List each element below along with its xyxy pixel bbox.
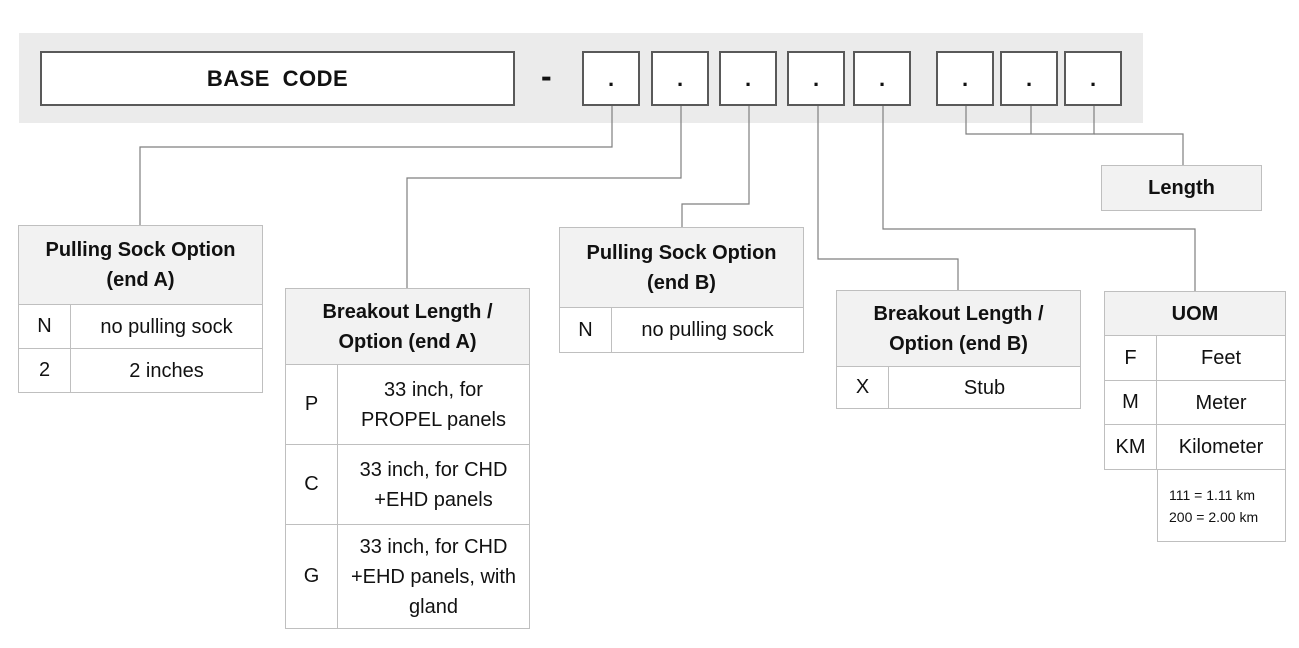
slot-dot: . (1025, 65, 1033, 91)
table-row: F Feet (1105, 336, 1285, 381)
option-code: N (19, 305, 71, 348)
option-desc: 33 inch, for PROPEL panels (361, 378, 506, 431)
table-row: M Meter (1105, 381, 1285, 425)
slot-dot: . (812, 65, 820, 91)
option-desc: no pulling sock (100, 315, 233, 338)
option-desc-cell: 33 inch, for CHD +EHD panels, with gland (338, 525, 529, 628)
connector-breakout-b (817, 106, 959, 290)
slot-dot: . (744, 65, 752, 91)
table-row: KM Kilometer (1105, 425, 1285, 470)
code-separator: - (541, 58, 552, 94)
uom-note-2: 200 = 2.00 km (1169, 509, 1259, 525)
table-row: X Stub (837, 367, 1080, 408)
breakout-a-title-text: Breakout Length / Option (end A) (322, 300, 493, 353)
option-code: G (286, 525, 338, 628)
option-code: M (1105, 381, 1157, 424)
slot-dot: . (961, 65, 969, 91)
slot-breakout-a: . (651, 51, 709, 106)
option-code: KM (1105, 425, 1157, 469)
breakout-b-title-text: Breakout Length / Option (end B) (873, 302, 1044, 355)
slot-dot: . (676, 65, 684, 91)
table-row: P 33 inch, for PROPEL panels (286, 365, 529, 445)
option-desc-cell: 33 inch, for CHD +EHD panels (338, 445, 529, 524)
connector-pulling-sock-b (681, 106, 750, 227)
length-label: Length (1148, 176, 1215, 199)
pulling-sock-b-title-text: Pulling Sock Option (end B) (586, 241, 777, 294)
breakout-b-table: Breakout Length / Option (end B) X Stub (836, 290, 1081, 409)
option-code: N (560, 308, 612, 352)
option-desc: 33 inch, for CHD +EHD panels, with gland (350, 535, 517, 618)
length-label-box: Length (1101, 165, 1262, 211)
table-row: N no pulling sock (560, 308, 803, 352)
connector-length (965, 106, 1095, 135)
option-code: F (1105, 336, 1157, 380)
connector-breakout-a (406, 106, 682, 289)
option-desc: Meter (1195, 391, 1247, 414)
option-desc: Stub (963, 376, 1006, 399)
option-desc: no pulling sock (641, 319, 774, 341)
option-desc-cell: 33 inch, for PROPEL panels (338, 365, 529, 444)
uom-table: UOM F Feet M Meter KM Kilometer (1104, 291, 1286, 470)
option-code: X (837, 367, 889, 408)
slot-breakout-b: . (787, 51, 845, 106)
connector-length-down (1094, 133, 1184, 165)
option-code: P (286, 365, 338, 444)
breakout-a-table: Breakout Length / Option (end A) P 33 in… (285, 288, 530, 629)
pulling-sock-a-title-text: Pulling Sock Option (end A) (45, 239, 236, 291)
table-row: G 33 inch, for CHD +EHD panels, with gla… (286, 525, 529, 628)
uom-title: UOM (1105, 292, 1285, 336)
table-row: N no pulling sock (19, 305, 262, 349)
slot-dot: . (1089, 65, 1097, 91)
uom-note-1: 111 = 1.11 km (1169, 487, 1255, 503)
base-code-label: BASE CODE (206, 65, 349, 91)
table-row: C 33 inch, for CHD +EHD panels (286, 445, 529, 525)
pulling-sock-a-title: Pulling Sock Option (end A) (19, 226, 262, 305)
slot-pulling-sock-a: . (582, 51, 640, 106)
slot-length-3: . (1064, 51, 1122, 106)
slot-dot: . (607, 65, 615, 91)
breakout-a-title: Breakout Length / Option (end A) (286, 289, 529, 365)
pulling-sock-b-table: Pulling Sock Option (end B) N no pulling… (559, 227, 804, 353)
option-code: C (286, 445, 338, 524)
pulling-sock-a-table: Pulling Sock Option (end A) N no pulling… (18, 225, 263, 393)
breakout-b-title: Breakout Length / Option (end B) (837, 291, 1080, 367)
option-desc: Feet (1200, 347, 1242, 369)
table-row: 2 2 inches (19, 349, 262, 392)
connector-uom (882, 106, 1196, 291)
uom-note-box: 111 = 1.11 km 200 = 2.00 km (1157, 470, 1286, 542)
option-desc: 33 inch, for CHD +EHD panels (359, 458, 508, 511)
connector-pulling-sock-a (139, 106, 613, 225)
pulling-sock-b-title: Pulling Sock Option (end B) (560, 228, 803, 308)
option-desc: 2 inches (129, 359, 204, 382)
option-code: 2 (19, 349, 71, 392)
slot-length-1: . (936, 51, 994, 106)
slot-dot: . (878, 65, 886, 91)
slot-uom: . (853, 51, 911, 106)
option-desc: Kilometer (1178, 436, 1264, 458)
slot-length-2: . (1000, 51, 1058, 106)
base-code-box: BASE CODE (40, 51, 515, 106)
slot-pulling-sock-b: . (719, 51, 777, 106)
